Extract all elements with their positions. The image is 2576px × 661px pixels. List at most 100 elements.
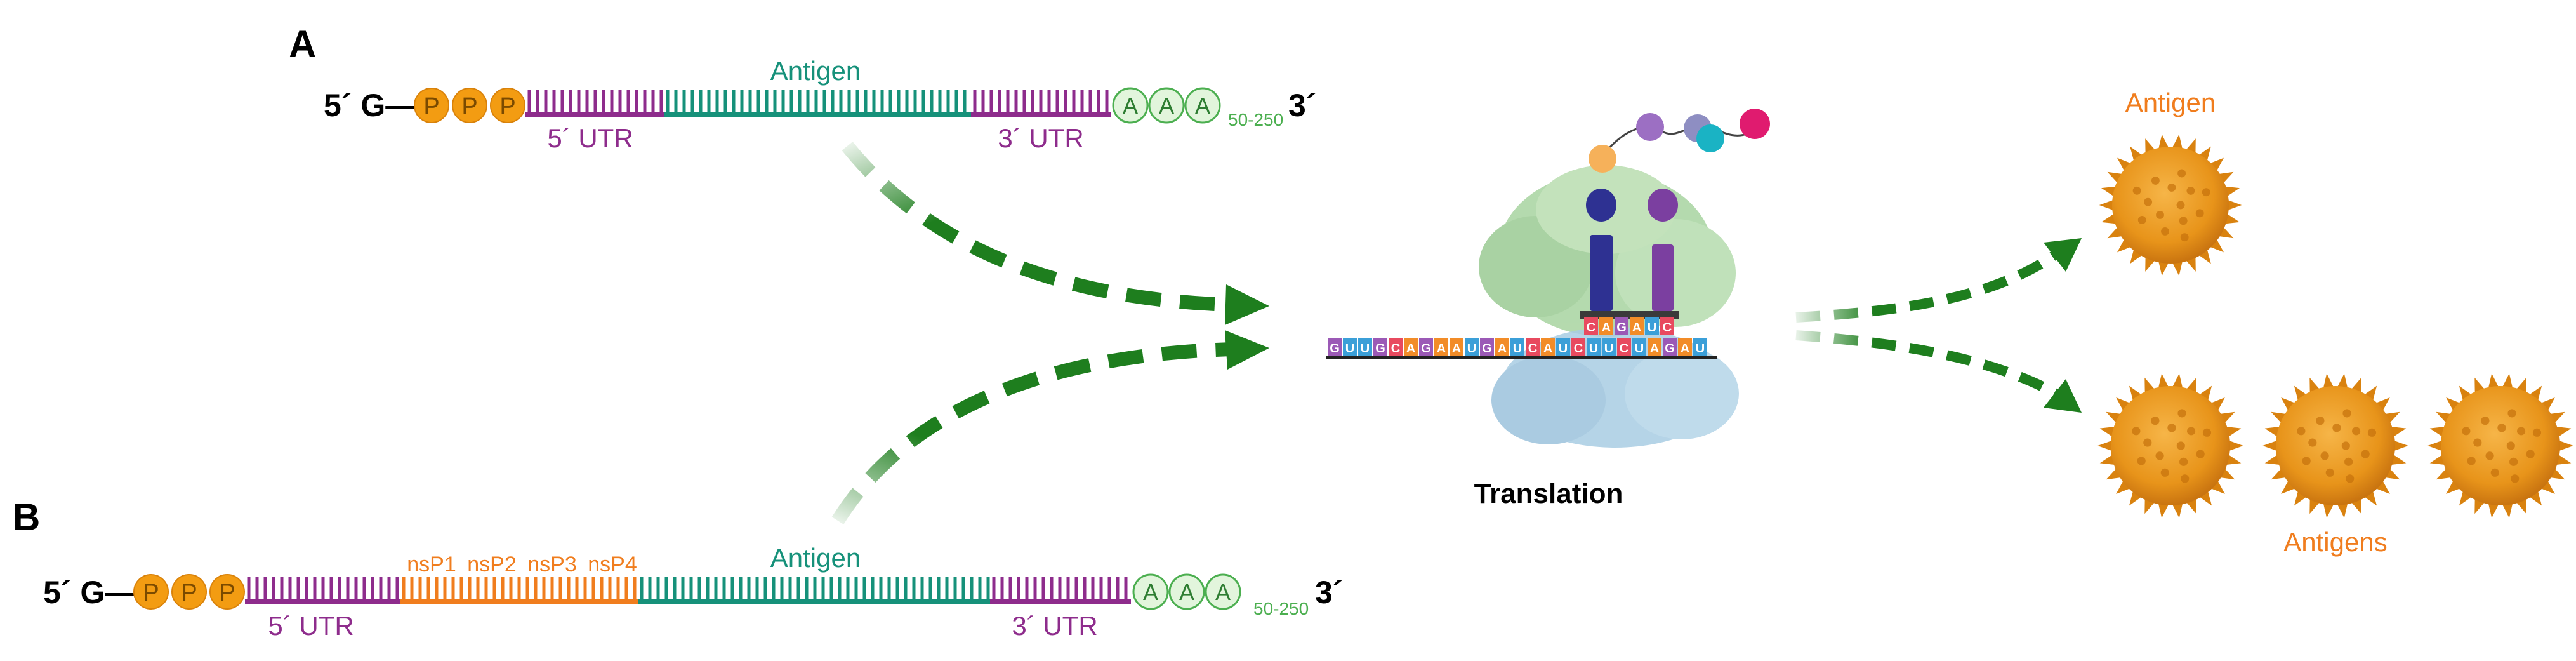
panel-b-polya: A A A [1132, 573, 1241, 610]
mrna-base [1632, 338, 1646, 356]
mrna-base [1434, 338, 1448, 356]
polya-a3 [1205, 573, 1241, 610]
mrna-base-letter: C [1574, 342, 1583, 356]
utr3-teeth [992, 577, 1128, 601]
mrna-base [1648, 338, 1661, 356]
polya-a3-label: A [1195, 93, 1210, 119]
mrna-base [1389, 338, 1403, 356]
nsp4-label: nsP4 [588, 552, 637, 577]
mrna-base [1343, 338, 1357, 356]
panel-a-five-prime: 5´ G— [324, 88, 417, 123]
mrna-base-letter: A [1452, 342, 1461, 356]
mrna-base-letter: U [1513, 342, 1522, 356]
cap-p3-label: P [219, 580, 235, 606]
arrow-a-to-ribosome [842, 142, 1232, 312]
converging-arrows [831, 142, 1269, 524]
mrna-base [1495, 338, 1509, 356]
cap-p1 [414, 88, 449, 123]
mrna-base [1587, 338, 1601, 356]
utr5-teeth [527, 90, 663, 114]
arrow-to-antigen [1795, 250, 2059, 323]
antigen-virus-icon [2262, 373, 2408, 518]
panel-b-strand [245, 577, 1131, 604]
polya-a2 [1148, 87, 1185, 124]
antigens-output-label: Antigens [2283, 527, 2387, 557]
polya-a2-label: A [1159, 93, 1174, 119]
antigen-virus-icon [2427, 373, 2573, 518]
mrna-base-letter: U [1467, 342, 1476, 356]
panel-b-three-prime: 3´ [1315, 575, 1343, 610]
mrna-base-letter: U [1696, 342, 1705, 356]
mrna-base [1450, 338, 1463, 356]
nsp-teeth [402, 577, 637, 601]
arrow-b-to-ribosome [831, 342, 1232, 524]
arrow-b-head [1225, 330, 1269, 370]
polya-a1-label: A [1143, 579, 1158, 605]
mrna-base [1510, 338, 1524, 356]
arrow-a-head [1225, 284, 1269, 325]
nsp2-label: nsP2 [467, 552, 517, 577]
cap-p2 [452, 88, 487, 123]
mrna-base [1480, 338, 1494, 356]
anticodon-base [1584, 317, 1598, 335]
antigen-virus-icon [2099, 134, 2242, 276]
polya-a1-label: A [1123, 93, 1138, 119]
anticodon-base [1599, 317, 1613, 335]
panel-a-utr5-label: 5´ UTR [547, 123, 633, 153]
mrna-base [1373, 338, 1387, 356]
polya-a1 [1132, 573, 1169, 610]
mrna-base-letter: U [1604, 342, 1613, 356]
mrna-base-letter: C [1528, 342, 1537, 356]
trna-base-bar [1580, 311, 1679, 319]
cap-p1-label: P [423, 93, 439, 120]
antigen-teeth [666, 90, 967, 114]
panel-b-label: B [13, 496, 40, 538]
mrna-base [1602, 338, 1616, 356]
panel-b-utr3-label: 3´ UTR [1012, 611, 1097, 641]
anticodon-base [1615, 317, 1628, 335]
utr3-teeth [973, 90, 1109, 114]
mrna-base-letter: U [1589, 342, 1598, 356]
mrna-base [1693, 338, 1707, 356]
panel-a-three-prime: 3´ [1288, 88, 1316, 123]
panel-b: B 5´ G— P P P nsP1 nsP2 nsP3 nsP4 Antige… [13, 496, 1343, 641]
mrna-base-letter: U [1345, 342, 1354, 356]
mrna-base-letter: G [1330, 342, 1340, 356]
polya-a2-label: A [1179, 579, 1194, 605]
mrna-base [1465, 338, 1479, 356]
anticodon-letter: C [1663, 321, 1672, 335]
panel-a-polya-range: 50-250 [1228, 110, 1283, 130]
arrow-to-antigens-head [2044, 379, 2082, 413]
panel-b-polya-range: 50-250 [1253, 599, 1309, 618]
mrna-base [1358, 338, 1372, 356]
amino-acid-4 [1696, 124, 1724, 152]
polya-a2 [1168, 573, 1205, 610]
panel-a-utr3-label: 3´ UTR [998, 123, 1083, 153]
anticodon-base [1660, 317, 1674, 335]
mrna-base-letter: A [1498, 342, 1507, 356]
arrow-to-antigen-head [2044, 238, 2082, 272]
amino-acid-2 [1636, 113, 1664, 141]
mrna-base-letter: U [1635, 342, 1644, 356]
polya-a1 [1112, 87, 1149, 124]
mrna-base [1526, 338, 1540, 356]
mrna-base-letter: G [1421, 342, 1431, 356]
antigen-output-label: Antigen [2125, 88, 2216, 117]
nsp1-label: nsP1 [407, 552, 456, 577]
utr5-teeth [247, 577, 399, 601]
mrna-base [1328, 338, 1342, 356]
mrna-base [1419, 338, 1433, 356]
anticodon-base [1645, 317, 1659, 335]
panel-a-strand [525, 90, 1111, 117]
cap-p3-label: P [499, 93, 515, 120]
cap-p2-label: P [461, 93, 477, 120]
anticodon-letter: C [1587, 321, 1595, 335]
trna-right [1648, 189, 1678, 311]
cap-p2-label: P [181, 580, 197, 606]
panel-a-cap: P P P [414, 88, 525, 123]
mrna-base [1571, 338, 1585, 356]
mrna-base-letter: A [1437, 342, 1446, 356]
anticodon-letter: U [1648, 321, 1656, 335]
